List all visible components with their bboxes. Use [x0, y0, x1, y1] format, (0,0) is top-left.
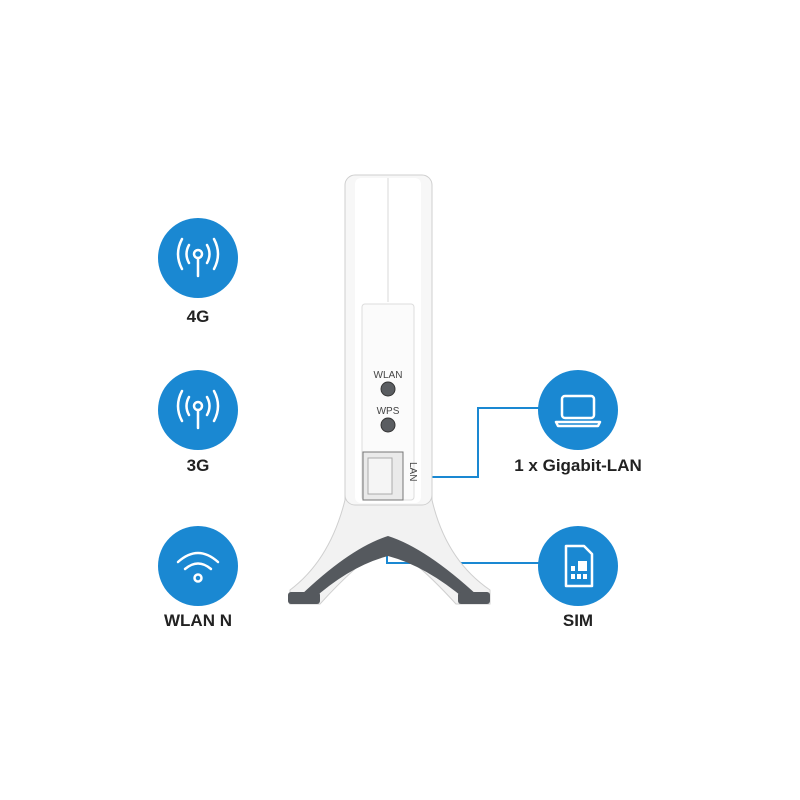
feature-label-wlan-n: WLAN N	[164, 611, 232, 630]
antenna-signal-icon	[176, 237, 220, 278]
lan-port-label: LAN	[407, 462, 418, 481]
wlan-badge	[158, 526, 238, 606]
wifi-icon	[176, 551, 220, 583]
sim-badge	[538, 526, 618, 606]
laptop-icon	[554, 394, 602, 428]
3g-badge	[158, 370, 238, 450]
antenna-signal-icon	[176, 389, 220, 430]
wps-button-label: WPS	[377, 406, 400, 417]
feature-label-4g: 4G	[186, 307, 210, 326]
wps-button[interactable]	[380, 417, 396, 433]
port-label-sim: SIM	[562, 611, 594, 630]
feature-label-3g: 3G	[186, 456, 210, 475]
wlan-button-label: WLAN	[374, 370, 403, 381]
lan-connector-line	[432, 407, 540, 478]
lan-badge	[538, 370, 618, 450]
port-label-gigabit-lan: 1 x Gigabit-LAN	[514, 456, 642, 475]
4g-badge	[158, 218, 238, 298]
sim-card-icon	[564, 544, 594, 588]
wlan-button[interactable]	[380, 381, 396, 397]
